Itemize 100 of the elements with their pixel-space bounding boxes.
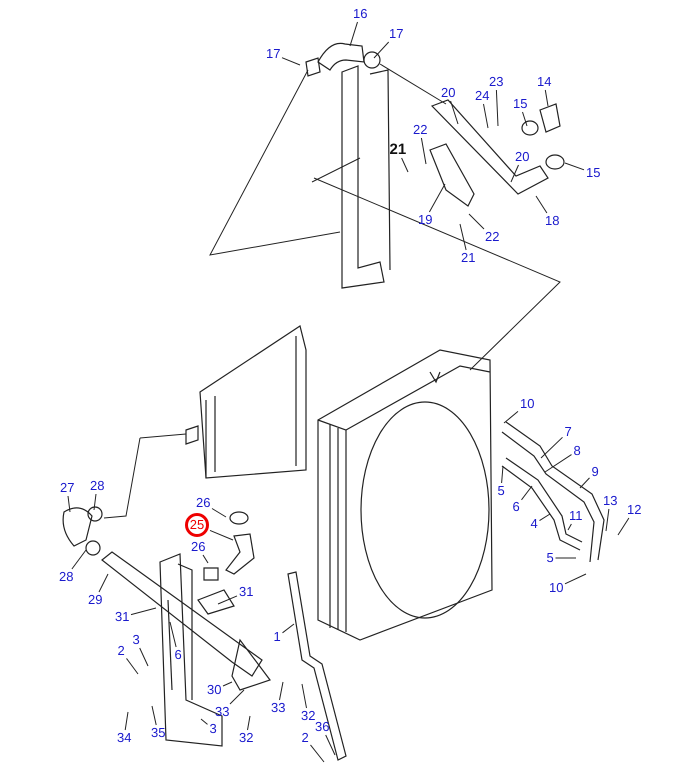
leader-line [468, 214, 484, 230]
callout-number: 35 [150, 726, 166, 740]
callout-number: 33 [214, 705, 230, 719]
callout-number: 10 [548, 581, 564, 595]
leader-line [618, 518, 630, 536]
leader-line [124, 712, 128, 730]
leader-line [501, 466, 504, 484]
leader-line [222, 682, 232, 686]
leader-line [580, 477, 590, 488]
leader-line [536, 196, 548, 214]
callout-number: 11 [568, 509, 584, 523]
leader-line [202, 554, 208, 564]
callout-number: 5 [546, 551, 555, 565]
callout-number: 16 [352, 7, 368, 21]
callout-number: 10 [519, 397, 536, 411]
leader-line [230, 690, 244, 704]
leader-line [218, 595, 238, 604]
leader-line [210, 530, 234, 540]
leader-line [540, 436, 563, 458]
leader-line [94, 494, 96, 510]
callout-number: 19 [417, 213, 434, 227]
leader-line [247, 716, 250, 730]
callout-number: 4 [530, 517, 539, 531]
leader-line [450, 100, 458, 124]
callout-number: 32 [300, 709, 316, 723]
callout-number: 6 [174, 648, 183, 662]
callout-number: 31 [114, 610, 130, 624]
callout-number: 32 [238, 731, 254, 745]
leader-line [68, 496, 70, 512]
callout-number: 24 [474, 89, 490, 103]
callout-number: 18 [544, 214, 560, 228]
callout-number: 15 [512, 97, 528, 111]
leader-line [568, 524, 572, 530]
callout-number: 33 [270, 701, 286, 715]
leader-line [460, 224, 467, 250]
callout-number: 13 [602, 494, 618, 508]
leader-line [374, 42, 390, 58]
leader-line [539, 514, 550, 522]
leader-line [152, 706, 157, 726]
leader-line [428, 184, 446, 212]
callout-number: 2 [116, 644, 126, 658]
leader-line [510, 164, 519, 182]
callout-number: 8 [572, 444, 582, 458]
callout-number: 21 [388, 143, 408, 157]
callout-number: 12 [626, 503, 642, 517]
leader-line [420, 138, 426, 164]
callout-number: 28 [58, 570, 74, 584]
leader-line [98, 574, 108, 592]
callout-number: 28 [89, 479, 106, 493]
callout-number: 21 [460, 251, 476, 265]
leader-line [279, 682, 284, 700]
callout-number: 6 [512, 500, 521, 514]
callout-number: 3 [208, 722, 218, 736]
callout-number: 31 [238, 585, 254, 599]
leader-line [126, 658, 138, 674]
callout-number: 14 [536, 75, 552, 89]
callout-number: 9 [590, 465, 600, 479]
callout-number: 25 [185, 513, 209, 537]
leader-line [139, 648, 148, 666]
leader-line [496, 90, 498, 126]
leader-line [606, 508, 610, 532]
leader-line [483, 104, 488, 128]
leader-line [282, 624, 294, 634]
callout-number: 1 [272, 630, 282, 644]
callout-number: 5 [496, 484, 506, 498]
callout-number: 36 [314, 720, 330, 734]
callout-number: 29 [87, 593, 104, 607]
leader-line [564, 574, 586, 584]
leader-line [310, 744, 324, 762]
callout-number: 7 [564, 425, 573, 439]
leader-line [212, 508, 226, 518]
leader-line [544, 90, 548, 106]
leader-line [522, 112, 528, 126]
leader-line [350, 22, 358, 46]
callout-number: 15 [585, 166, 602, 180]
leader-line [130, 608, 156, 616]
callout-number: 22 [484, 230, 500, 244]
leader-line [71, 550, 86, 570]
leader-line [302, 684, 307, 708]
leader-line [325, 734, 336, 756]
callout-number: 17 [388, 27, 404, 41]
callout-number: 26 [195, 496, 212, 510]
leader-line [544, 454, 572, 472]
callout-number: 3 [132, 633, 141, 647]
callout-number: 20 [514, 150, 530, 164]
callout-number: 26 [190, 540, 206, 554]
callout-number: 34 [116, 731, 132, 745]
callout-number: 27 [59, 481, 76, 495]
leader-line [170, 622, 177, 648]
callout-number: 23 [488, 75, 504, 89]
leader-line [504, 410, 518, 424]
leader-line [200, 718, 208, 725]
callout-number: 20 [440, 86, 456, 100]
leader-line [521, 486, 532, 500]
callout-number: 17 [265, 47, 282, 61]
callout-number: 2 [300, 731, 310, 745]
leader-line [564, 162, 584, 170]
leader-line [401, 158, 408, 172]
leader-line [282, 57, 300, 66]
callout-number: 22 [412, 123, 428, 137]
